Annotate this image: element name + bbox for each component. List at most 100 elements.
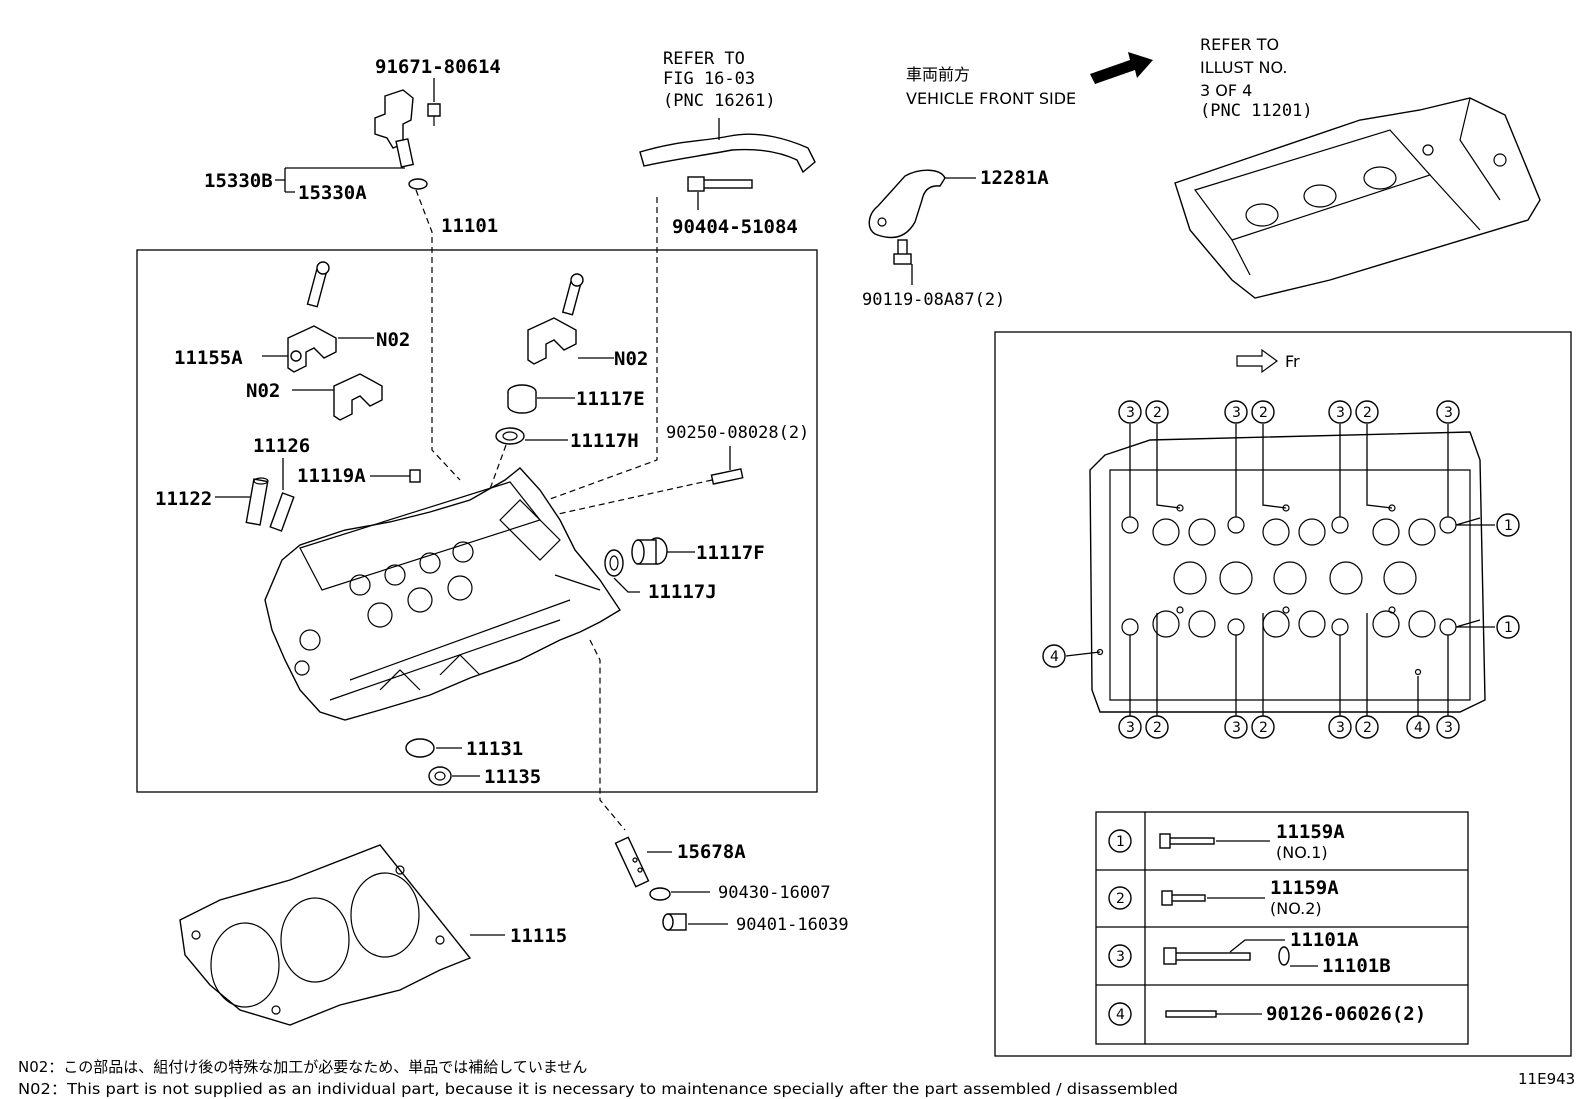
bolt-sequence-frame xyxy=(994,331,1572,1057)
svg-text:3: 3 xyxy=(1126,405,1135,421)
hose xyxy=(639,133,816,174)
cylinder-head-top-view xyxy=(1089,431,1486,713)
label-N02-a: N02 xyxy=(376,329,410,351)
label-91671-80614: 91671-80614 xyxy=(375,56,501,78)
svg-text:3: 3 xyxy=(1126,720,1135,736)
label-11126: 11126 xyxy=(253,435,310,457)
table-row1-part: 11159A xyxy=(1276,821,1345,843)
label-11131: 11131 xyxy=(466,738,523,760)
label-90404-51084: 90404-51084 xyxy=(672,216,798,238)
label-90430-16007: 90430-16007 xyxy=(718,883,831,903)
vehicle-front-jp: 車両前方 xyxy=(906,65,970,84)
label-11122: 11122 xyxy=(155,488,212,510)
svg-text:4: 4 xyxy=(1050,649,1059,665)
label-11155A: 11155A xyxy=(174,347,243,369)
table-row3-part: 11101A xyxy=(1290,929,1359,951)
label-11117J: 11117J xyxy=(648,581,717,603)
svg-text:3: 3 xyxy=(1232,720,1241,736)
bolt-order-side: 1 1 4 xyxy=(1042,513,1520,668)
cylinder-head-gasket xyxy=(179,844,472,1026)
table-row2-num: 2 xyxy=(1116,891,1125,907)
plug-90401 xyxy=(662,913,687,931)
guide-11126 xyxy=(269,492,295,532)
label-11135: 11135 xyxy=(484,766,541,788)
head-cover xyxy=(1174,97,1541,299)
cylinder-head xyxy=(264,467,621,721)
label-11117F: 11117F xyxy=(696,542,765,564)
svg-text:3: 3 xyxy=(1444,720,1453,736)
bolt-order-bottom-row: 3 2 3 2 3 2 4 3 xyxy=(1118,715,1460,739)
svg-text:3: 3 xyxy=(1232,405,1241,421)
svg-text:2: 2 xyxy=(1259,405,1268,421)
refer-fig-line3: (PNC 16261) xyxy=(663,91,776,111)
svg-text:1: 1 xyxy=(1504,518,1513,534)
table-row1-num: 1 xyxy=(1116,834,1125,850)
svg-text:3: 3 xyxy=(1444,405,1453,421)
note-en: N02：This part is not supplied as an indi… xyxy=(18,1080,1178,1098)
svg-text:3: 3 xyxy=(1336,405,1345,421)
svg-text:2: 2 xyxy=(1363,405,1372,421)
plug-11131 xyxy=(405,738,435,758)
svg-text:4: 4 xyxy=(1414,720,1423,736)
camshaft-bearing-cap-3 xyxy=(527,273,584,365)
plug-11117E xyxy=(507,384,537,414)
vehicle-front-en: VEHICLE FRONT SIDE xyxy=(906,89,1076,108)
label-N02-c: N02 xyxy=(614,348,648,370)
svg-text:2: 2 xyxy=(1363,720,1372,736)
gasket-11117J xyxy=(604,549,624,577)
cylinder-head-group-frame xyxy=(136,249,818,793)
bolt-sequence-leaders xyxy=(1065,424,1495,716)
label-90119-08A87: 90119-08A87(2) xyxy=(862,290,1005,310)
pin-11119A xyxy=(409,469,421,483)
bolt-table: 1 11159A (NO.1) 2 11159A (NO.2) 3 11101A… xyxy=(1095,811,1469,1045)
svg-text:2: 2 xyxy=(1259,720,1268,736)
label-11115: 11115 xyxy=(510,925,567,947)
label-15330B: 15330B xyxy=(204,170,273,192)
bracket xyxy=(868,169,946,265)
guide-11122 xyxy=(245,477,269,526)
dowel-pin xyxy=(710,468,744,485)
oil-control-valve-filter xyxy=(614,836,650,888)
front-arrow-icon xyxy=(1236,348,1279,374)
front-label: Fr xyxy=(1285,352,1300,371)
label-11117E: 11117E xyxy=(576,388,645,410)
refer-illust-line4: (PNC 11201) xyxy=(1200,101,1313,121)
label-11119A: 11119A xyxy=(297,465,366,487)
diagram-id: 11E943 xyxy=(1518,1070,1575,1088)
refer-fig-line2: FIG 16-03 xyxy=(663,69,755,89)
plug-11117F xyxy=(631,537,668,565)
label-90250-08028: 90250-08028(2) xyxy=(666,423,809,443)
table-row3-part2: 11101B xyxy=(1322,955,1391,977)
label-15678A: 15678A xyxy=(677,841,746,863)
refer-illust-line3: 3 OF 4 xyxy=(1200,81,1252,100)
table-row3-num: 3 xyxy=(1116,949,1125,965)
table-row2-part: 11159A xyxy=(1270,877,1339,899)
svg-text:1: 1 xyxy=(1504,620,1513,636)
camshaft-bearing-cap-1 xyxy=(287,261,337,373)
label-12281A: 12281A xyxy=(980,167,1049,189)
bolt-order-top-row: 3 2 3 2 3 2 3 xyxy=(1118,400,1460,424)
svg-text:2: 2 xyxy=(1153,405,1162,421)
label-15330A: 15330A xyxy=(298,182,367,204)
plug-11135 xyxy=(428,766,452,786)
svg-text:2: 2 xyxy=(1153,720,1162,736)
gasket-90430 xyxy=(649,887,671,901)
refer-fig-line1: REFER TO xyxy=(663,49,745,69)
label-11117H: 11117H xyxy=(570,430,639,452)
svg-text:3: 3 xyxy=(1336,720,1345,736)
union-bolt xyxy=(687,176,753,192)
table-row4-part: 90126-06026(2) xyxy=(1266,1003,1426,1025)
refer-illust-line1: REFER TO xyxy=(1200,35,1279,54)
note-jp: N02：この部品は、組付け後の特殊な加工が必要なため、単品では補給していません xyxy=(18,1058,587,1076)
label-11101: 11101 xyxy=(441,215,498,237)
table-row1-sub: (NO.1) xyxy=(1276,843,1328,862)
label-N02-b: N02 xyxy=(246,380,280,402)
vehicle-front-arrow-icon xyxy=(1090,52,1153,84)
label-90401-16039: 90401-16039 xyxy=(736,915,849,935)
gasket-11117H xyxy=(495,427,525,445)
camshaft-bearing-cap-2 xyxy=(333,373,383,421)
sensor-assembly xyxy=(374,89,441,190)
refer-illust-line2: ILLUST NO. xyxy=(1200,58,1287,77)
table-row4-num: 4 xyxy=(1116,1007,1125,1023)
